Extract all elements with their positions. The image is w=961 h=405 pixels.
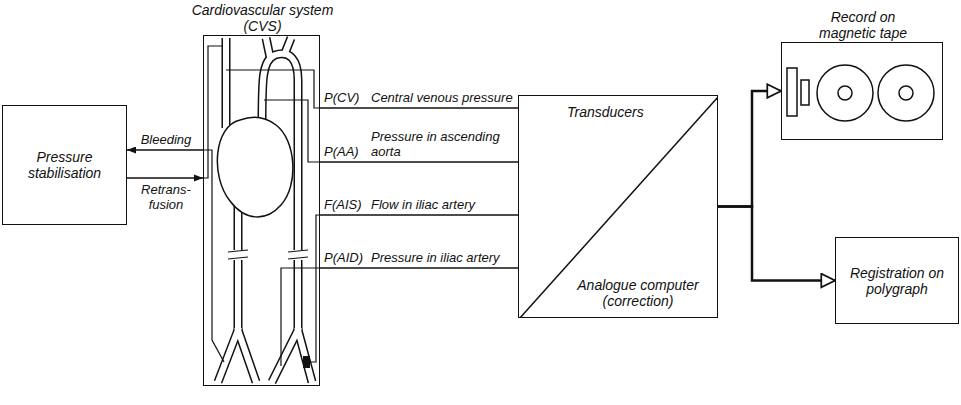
edge-label: Pressure in ascending aorta [370,129,516,159]
heart [217,117,293,217]
catheter-wires [203,46,320,366]
box-heading: Record on magnetic tape [803,9,923,41]
signal-name: F(AIS) [323,197,363,212]
signal-line [127,177,203,178]
signal-name: P(AID) [323,250,364,265]
signal-line [320,161,518,162]
edge-label: Pressure in iliac artery [370,250,516,265]
box-label: Registration on polygraph [836,265,958,297]
output-arrow [718,91,781,207]
output-arrow [718,207,835,281]
box-label: Transducers [567,104,644,120]
system-box: Cardiovascular system (CVS) [203,35,320,386]
box-label: Pressure stabilisation [3,149,126,181]
signal-line [320,214,518,215]
vessel-breaks [228,250,308,260]
box-heading: Cardiovascular system (CVS) [178,2,348,34]
signal-line [127,149,203,150]
process-box: Pressure stabilisation [2,105,127,225]
edge-label: Flow in iliac artery [370,197,516,212]
edge-label: Retrans- fusion [134,182,198,212]
output-box: Registration on polygraph [835,237,959,324]
signal-name: P(AA) [323,144,360,159]
edge-label: Bleeding [130,132,202,147]
vessel-walls [218,38,312,382]
signal-line [320,267,518,268]
tape-recorder [787,65,934,121]
vessel-lumen [218,38,312,382]
signal-line [320,107,518,108]
processing-box: TransducersAnalogue computer (correction… [518,95,718,318]
edge-label: Central venous pressure [370,90,516,105]
flow-probe [303,356,310,368]
box-label: Analogue computer (correction) [573,277,703,309]
signal-name: P(CV) [323,90,360,105]
recorder-box: Record on magnetic tape [781,42,943,140]
